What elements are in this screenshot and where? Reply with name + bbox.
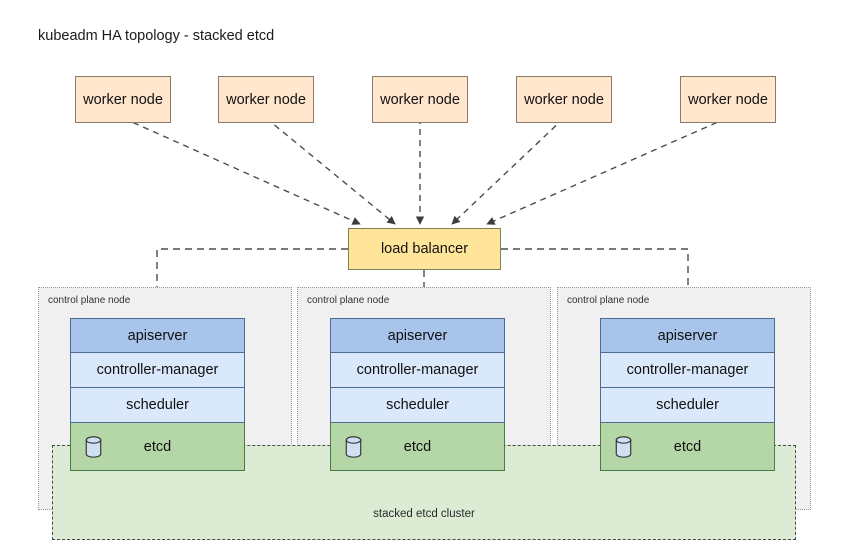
control-plane-node-label: control plane node xyxy=(567,295,650,306)
component-apiserver[interactable]: apiserver xyxy=(330,318,505,353)
load-balancer-box[interactable]: load balancer xyxy=(348,228,501,270)
component-etcd[interactable]: etcd xyxy=(330,423,505,471)
control-plane-component-stack: apiserver controller-manager scheduler e… xyxy=(600,318,775,471)
control-plane-component-stack: apiserver controller-manager scheduler e… xyxy=(330,318,505,471)
control-plane-component-stack: apiserver controller-manager scheduler e… xyxy=(70,318,245,471)
control-plane-node-label: control plane node xyxy=(307,295,390,306)
component-controller-manager[interactable]: controller-manager xyxy=(330,353,505,388)
worker-node-box[interactable]: worker node xyxy=(680,76,776,123)
component-etcd-label: etcd xyxy=(143,438,172,455)
component-controller-manager[interactable]: controller-manager xyxy=(70,353,245,388)
worker-node-box[interactable]: worker node xyxy=(218,76,314,123)
worker-node-box[interactable]: worker node xyxy=(75,76,171,123)
database-cylinder-icon xyxy=(345,435,362,458)
control-plane-node-label: control plane node xyxy=(48,295,131,306)
database-cylinder-icon xyxy=(85,435,102,458)
worker-node-box[interactable]: worker node xyxy=(516,76,612,123)
component-apiserver[interactable]: apiserver xyxy=(70,318,245,353)
component-etcd[interactable]: etcd xyxy=(70,423,245,471)
component-apiserver[interactable]: apiserver xyxy=(600,318,775,353)
component-etcd-label: etcd xyxy=(403,438,432,455)
stacked-etcd-cluster-label: stacked etcd cluster xyxy=(373,508,475,520)
worker-node-box[interactable]: worker node xyxy=(372,76,468,123)
component-scheduler[interactable]: scheduler xyxy=(330,388,505,423)
database-cylinder-icon xyxy=(615,435,632,458)
edge-worker-to-loadbalancer xyxy=(122,117,728,225)
component-scheduler[interactable]: scheduler xyxy=(600,388,775,423)
page-title: kubeadm HA topology - stacked etcd xyxy=(38,28,275,44)
component-controller-manager[interactable]: controller-manager xyxy=(600,353,775,388)
component-etcd-label: etcd xyxy=(673,438,702,455)
component-scheduler[interactable]: scheduler xyxy=(70,388,245,423)
component-etcd[interactable]: etcd xyxy=(600,423,775,471)
